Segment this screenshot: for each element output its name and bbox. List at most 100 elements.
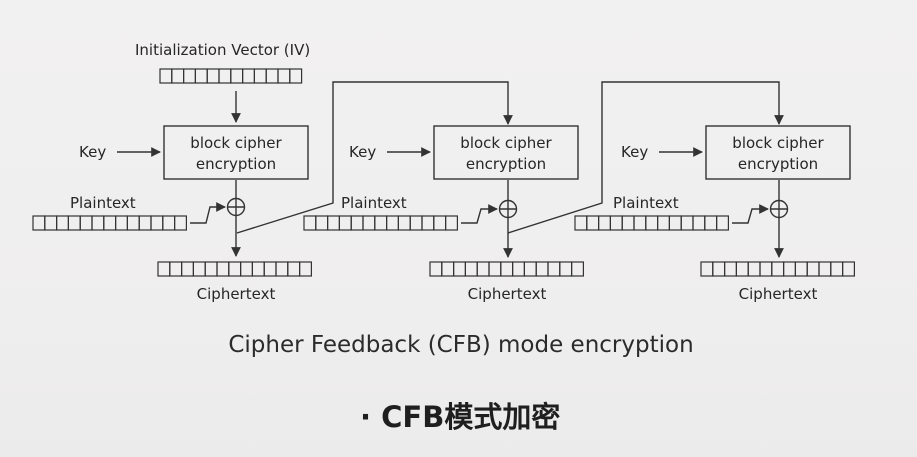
register-cell	[453, 261, 467, 277]
plaintext-arrow-2	[461, 204, 498, 224]
register-cell	[91, 215, 105, 231]
register-cell	[138, 215, 152, 231]
register-cell	[32, 215, 46, 231]
plaintext-register-3	[574, 215, 729, 231]
register-cell	[806, 261, 820, 277]
stage-1: block cipher encryption Key Plaintext Ci…	[32, 125, 313, 303]
register-cell	[299, 261, 313, 277]
stage-3: block cipher encryption Key Plaintext Ci…	[574, 125, 855, 303]
plaintext-label-1: Plaintext	[70, 194, 136, 212]
register-cell	[747, 261, 761, 277]
register-cell	[680, 215, 694, 231]
block-cipher-line2-2: encryption	[466, 155, 546, 173]
register-cell	[103, 215, 117, 231]
block-cipher-box-2	[433, 125, 579, 180]
register-cell	[633, 215, 647, 231]
register-cell	[289, 68, 303, 84]
feedback-line-1	[236, 81, 513, 234]
register-cell	[759, 261, 773, 277]
register-cell	[830, 261, 844, 277]
register-cell	[303, 215, 317, 231]
register-cell	[476, 261, 490, 277]
register-cell	[433, 215, 447, 231]
register-cell	[204, 261, 218, 277]
register-cell	[441, 261, 455, 277]
xor-icon	[769, 199, 789, 219]
register-cell	[704, 215, 718, 231]
register-cell	[841, 261, 855, 277]
plaintext-register-1	[32, 215, 188, 231]
register-cell	[265, 68, 279, 84]
register-cell	[621, 215, 635, 231]
footer-title-text: CFB模式加密	[381, 400, 561, 434]
register-cell	[668, 215, 682, 231]
register-cell	[715, 215, 729, 231]
block-cipher-line1-2: block cipher	[460, 134, 552, 152]
ciphertext-label-2: Ciphertext	[468, 285, 547, 303]
register-cell	[409, 215, 423, 231]
xor-icon	[226, 197, 246, 217]
register-cell	[126, 215, 140, 231]
register-cell	[338, 215, 352, 231]
register-cell	[723, 261, 737, 277]
register-cell	[174, 215, 188, 231]
register-cell	[656, 215, 670, 231]
register-cell	[216, 261, 230, 277]
register-cell	[771, 261, 785, 277]
register-cell	[169, 261, 183, 277]
feedback-line-2	[507, 81, 784, 234]
block-cipher-line2-3: encryption	[738, 155, 818, 173]
register-cell	[794, 261, 808, 277]
register-cell	[397, 215, 411, 231]
register-cell	[586, 215, 600, 231]
register-cell	[464, 261, 478, 277]
slide-footer-title: · CFB模式加密	[360, 394, 560, 436]
block-cipher-box-1	[163, 125, 309, 180]
ciphertext-label-1: Ciphertext	[197, 285, 276, 303]
register-cell	[192, 261, 206, 277]
register-cell	[547, 261, 561, 277]
key-label-2: Key	[349, 143, 376, 161]
register-cell	[171, 68, 185, 84]
block-cipher-box-3	[705, 125, 851, 180]
block-cipher-line1-3: block cipher	[732, 134, 824, 152]
register-cell	[79, 215, 93, 231]
register-cell	[228, 261, 242, 277]
register-cell	[692, 215, 706, 231]
register-cell	[488, 261, 502, 277]
plaintext-register-2	[303, 215, 459, 231]
register-cell	[782, 261, 796, 277]
ciphertext-label-3: Ciphertext	[739, 285, 818, 303]
register-cell	[445, 215, 459, 231]
register-cell	[429, 261, 443, 277]
register-cell	[609, 215, 623, 231]
register-cell	[67, 215, 81, 231]
register-cell	[150, 215, 164, 231]
register-cell	[535, 261, 549, 277]
plaintext-label-2: Plaintext	[341, 194, 407, 212]
register-cell	[818, 261, 832, 277]
register-cell	[386, 215, 400, 231]
block-cipher-line2-1: encryption	[196, 155, 276, 173]
xor-icon	[498, 199, 518, 219]
key-label-3: Key	[621, 143, 648, 161]
register-cell	[181, 261, 195, 277]
register-cell	[712, 261, 726, 277]
plaintext-arrow-1	[190, 202, 226, 224]
register-cell	[157, 261, 171, 277]
register-cell	[230, 68, 244, 84]
register-cell	[242, 68, 256, 84]
cfb-diagram: Initialization Vector (IV) block cipher …	[32, 41, 855, 358]
register-cell	[251, 261, 265, 277]
stage-2: block cipher encryption Key Plaintext Ci…	[303, 125, 584, 303]
register-cell	[350, 215, 364, 231]
register-cell	[55, 215, 69, 231]
register-cell	[253, 68, 267, 84]
register-cell	[159, 68, 173, 84]
register-cell	[421, 215, 435, 231]
register-cell	[559, 261, 573, 277]
register-cell	[327, 215, 341, 231]
plaintext-label-3: Plaintext	[613, 194, 679, 212]
plaintext-arrow-3	[732, 204, 769, 224]
